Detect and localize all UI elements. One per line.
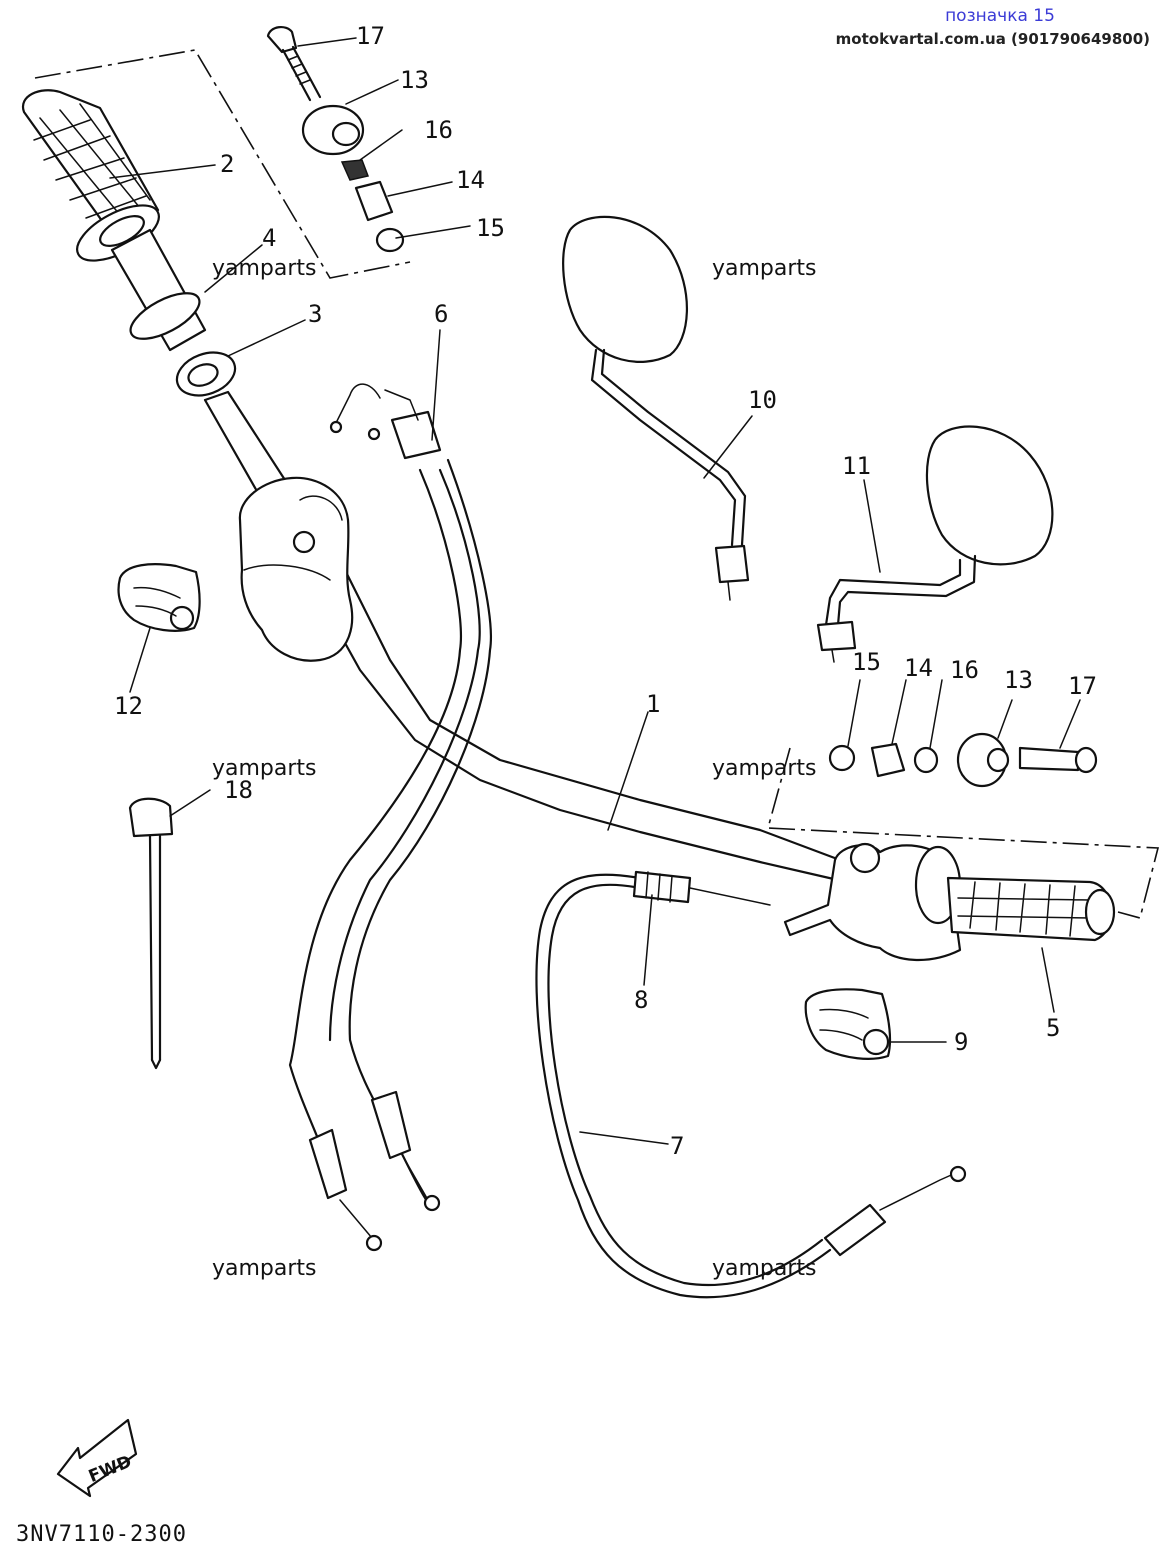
callout-5: 5: [1046, 1014, 1060, 1042]
right-fastener-set: [828, 732, 1098, 788]
diagram-reference-title: позначка 15: [945, 6, 1055, 26]
diagram-part-code: 3NV7110-2300: [16, 1522, 187, 1547]
callout-6: 6: [434, 300, 448, 328]
callout-15: 15: [476, 214, 505, 242]
throttle-cables: [288, 383, 492, 1252]
callout-13: 13: [400, 66, 429, 94]
callout-labels: 1 2 3 4 5 6 7 8 9 10 11 12 13 14 15 16 1…: [114, 22, 1097, 1160]
grip-holder: [175, 351, 237, 397]
callout-14-right: 14: [904, 654, 933, 682]
cable-adjuster: [632, 870, 771, 906]
leader-lines: [109, 37, 1081, 1145]
callout-9: 9: [954, 1028, 968, 1056]
left-fastener-group-bracket: [34, 49, 411, 279]
watermark: yamparts: [212, 1256, 317, 1281]
left-handlebar-switch: [117, 563, 201, 632]
left-grip: [21, 89, 160, 262]
watermark: yamparts: [712, 256, 817, 281]
callout-15-right: 15: [852, 648, 881, 676]
callout-18: 18: [224, 776, 253, 804]
watermark: yamparts: [212, 256, 317, 281]
callout-12: 12: [114, 692, 143, 720]
left-fastener-set: [266, 26, 405, 253]
watermark: yamparts: [712, 1256, 817, 1281]
callout-16-right: 16: [950, 656, 979, 684]
right-mirror: [816, 425, 1054, 663]
grip-collar: [110, 228, 207, 352]
watermark: yamparts: [212, 756, 317, 781]
callout-3: 3: [308, 300, 322, 328]
callout-4: 4: [262, 224, 276, 252]
callout-17: 17: [356, 22, 385, 50]
callout-11: 11: [842, 452, 871, 480]
left-switch-housing: [238, 476, 354, 662]
watermark: yamparts: [712, 756, 817, 781]
callout-7: 7: [670, 1132, 684, 1160]
callout-14: 14: [456, 166, 485, 194]
callout-17-right: 17: [1068, 672, 1097, 700]
forward-direction-arrow: FWD: [56, 1418, 138, 1498]
callout-1: 1: [646, 690, 660, 718]
clutch-cable: [535, 873, 967, 1299]
left-mirror: [562, 215, 750, 601]
callout-2: 2: [220, 150, 234, 178]
right-grip: [914, 845, 1116, 942]
callout-8: 8: [634, 986, 648, 1014]
callout-13-right: 13: [1004, 666, 1033, 694]
callout-16: 16: [424, 116, 453, 144]
right-fastener-group-bracket: [766, 747, 1160, 919]
site-contact: motokvartal.com.ua (901790649800): [835, 30, 1150, 48]
right-handlebar-switch: [804, 988, 892, 1060]
callout-10: 10: [748, 386, 777, 414]
cable-tie: [128, 797, 174, 1070]
